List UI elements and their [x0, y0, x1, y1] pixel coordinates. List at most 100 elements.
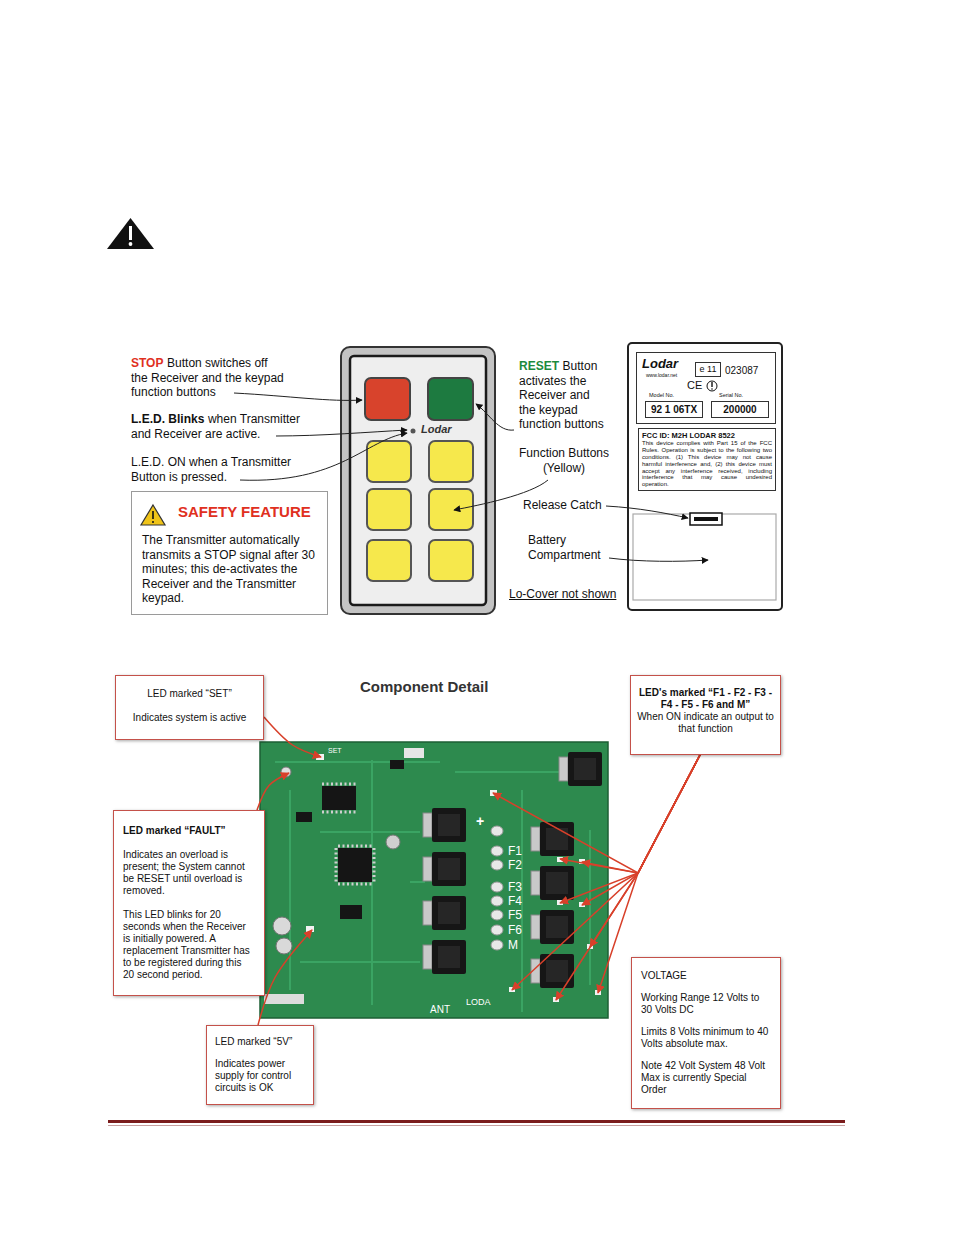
footer-rule [108, 1120, 845, 1126]
callout-text: L.E.D. Blinkswhen Transmitter and Receiv… [131, 412, 316, 441]
callout-text: Function Buttons (Yellow) [512, 446, 616, 475]
circuit-board [491, 940, 503, 950]
caution-symbol [707, 381, 717, 391]
transmitter-back [628, 343, 782, 610]
circuit-board [531, 822, 574, 856]
circuit-board [335, 848, 338, 882]
function-button [367, 441, 411, 482]
circuit-board [404, 748, 424, 758]
pcb-silkscreen: LODA [466, 997, 491, 1007]
pcb-silkscreen: SET [328, 747, 342, 754]
node-text: Indicates power supply for control circu… [215, 1058, 305, 1094]
warning-triangle [107, 218, 154, 249]
caution-symbol [711, 382, 712, 387]
stop-button [365, 378, 410, 420]
circuit-board [273, 917, 291, 935]
caution-symbol [711, 388, 713, 390]
node-text: 200000 [712, 402, 768, 417]
circuit-board [322, 783, 356, 786]
node-heading: LED marked “FAULT” [123, 825, 255, 837]
node-text: Serial No. [719, 392, 743, 399]
pcb-silkscreen: + [476, 814, 484, 828]
pcb-silkscreen: M [508, 939, 518, 951]
pcb-silkscreen: F6 [508, 923, 522, 937]
pcb-silkscreen: LODA [466, 998, 491, 1007]
callout-text: STOP [131, 356, 163, 370]
warning-icon [141, 505, 165, 525]
reset-button [428, 378, 473, 420]
node-heading: LED marked “5V” [215, 1036, 305, 1048]
node-text: Working Range 12 Volts to 30 Volts DC [641, 992, 771, 1016]
pcb-silkscreen: F1 [508, 845, 522, 857]
pcb-silkscreen: F3 [508, 881, 522, 893]
circuit-board [491, 846, 503, 856]
node-heading: FCC ID: M2H LODAR 8522 [642, 431, 772, 440]
circuit-board [390, 760, 404, 769]
note-text: Lo-Cover not shown [509, 587, 616, 601]
function-button [367, 441, 473, 581]
circuit-board [491, 826, 503, 836]
circuit-board [260, 742, 608, 1018]
circuit-board [423, 940, 466, 974]
circuit-board [276, 938, 292, 954]
pcb-silkscreen: F1 [508, 844, 522, 858]
brand-logo: Lodar [421, 423, 452, 435]
battery-compartment [633, 514, 776, 600]
callout-arrow [606, 506, 688, 518]
serial-number-box: 200000 [711, 401, 769, 418]
node-heading: LED's marked “F1 - F2 - F3 - F4 - F5 - F… [637, 687, 774, 711]
warning-triangle [129, 226, 132, 240]
leader-line [264, 717, 321, 757]
callout-text: Release Catch [523, 498, 602, 513]
function-button [367, 489, 411, 530]
warning-icon [152, 511, 154, 519]
release-catch [690, 513, 722, 525]
callout-text: Release Catch [523, 498, 602, 512]
node-text: This device complies with Part 15 of the… [642, 440, 772, 488]
caution-symbol [707, 381, 717, 391]
leader-line [582, 755, 700, 905]
pcb-silkscreen: + [476, 813, 484, 829]
transmitter-front [341, 347, 495, 614]
circuit-board [491, 826, 503, 950]
stop-button [365, 378, 410, 420]
callout-text: RESET [519, 359, 559, 373]
callout-arrow [476, 404, 514, 430]
node-text: 92 1 06TX [646, 402, 702, 417]
status-led [411, 429, 416, 434]
callout-text: STOPButton switches off the Receiver and… [131, 356, 287, 400]
status-led [411, 429, 416, 434]
node-text: When ON indicate an output to that funct… [637, 711, 774, 735]
circuit-board [423, 852, 466, 886]
pcb-silkscreen: SET [328, 747, 342, 754]
circuit-board [386, 835, 400, 849]
fcc-statement-box: FCC ID: M2H LODAR 8522This device compli… [638, 428, 776, 491]
callout-box: LED marked “5V” Indicates power supply fo… [206, 1025, 314, 1105]
circuit-board [491, 910, 503, 920]
callout-text: L.E.D. ON when a Transmitter Button is p… [131, 455, 303, 484]
node-text: Note 42 Volt System 48 Volt Max is curre… [641, 1060, 771, 1096]
function-button [429, 540, 473, 581]
circuit-board [306, 926, 314, 932]
note-text: Lo-Cover not shown [509, 587, 616, 602]
circuit-board [423, 808, 466, 842]
reset-button [428, 378, 473, 420]
node-heading: SAFETY FEATURE [142, 503, 319, 521]
callout-text: L.E.D. ON when a Transmitter Button is p… [131, 455, 291, 484]
voltage-spec-box: VOLTAGEWorking Range 12 Volts to 30 Volt… [631, 957, 781, 1109]
node-text: CE [687, 379, 702, 392]
pcb-silkscreen: M [508, 938, 518, 952]
transmitter-back [628, 343, 782, 610]
callout-arrow [276, 430, 407, 436]
callout-box: LED marked “FAULT”Indicates an overload … [113, 810, 265, 996]
transmitter-front [341, 347, 495, 614]
label-sticker: Lodarwww.lodar.net023087CEModel No.Seria… [636, 352, 776, 424]
callout-text: Battery Compartment [528, 533, 601, 562]
node-text: This LED blinks for 20 seconds when the … [123, 909, 255, 981]
release-catch [694, 517, 718, 521]
pcb-silkscreen: F3 [508, 880, 522, 894]
circuit-board [322, 811, 356, 814]
